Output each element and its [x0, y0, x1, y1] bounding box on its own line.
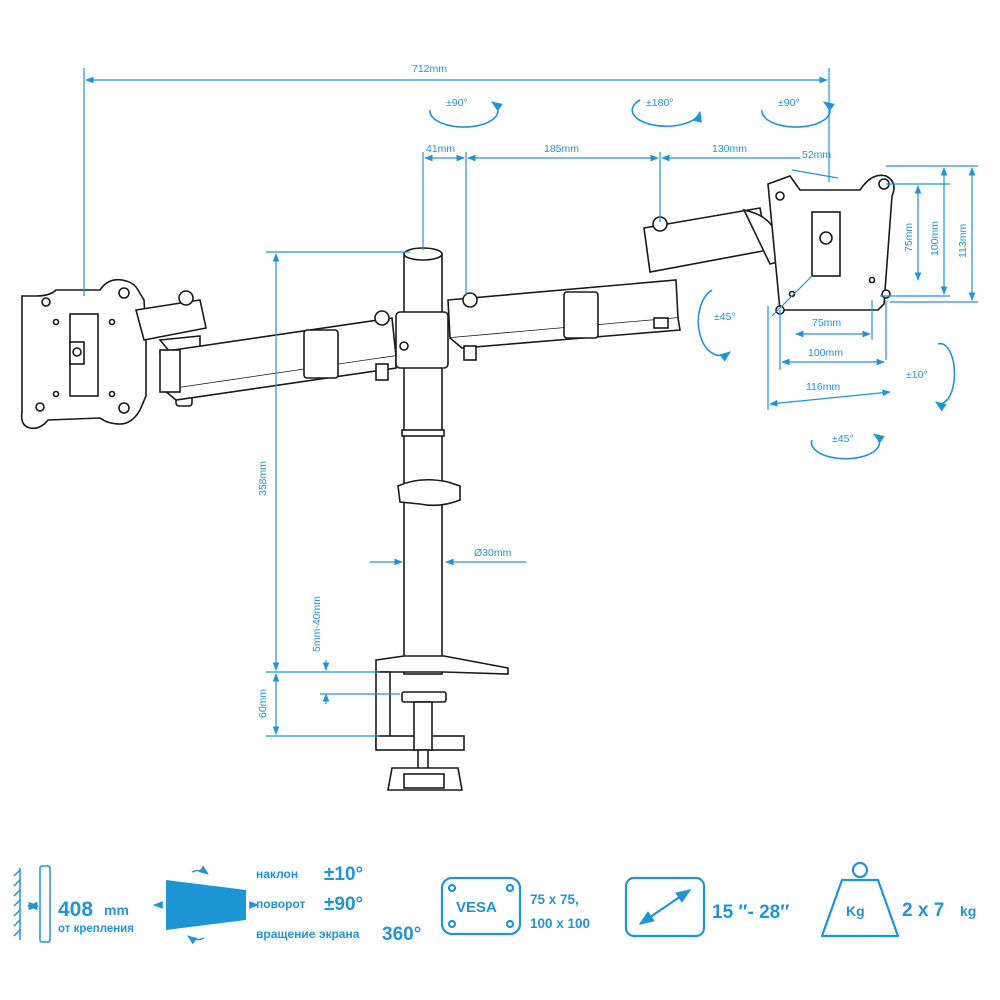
- rot-tilt: ±10°: [906, 369, 928, 381]
- spec-vesa-line2: 100 x 100: [530, 916, 590, 931]
- monitor-rotate-icon: [153, 865, 259, 945]
- screen-size-icon: [624, 876, 706, 938]
- dim-plate-113h: 113mm: [957, 224, 969, 258]
- weight-icon: [820, 861, 900, 938]
- dim-total-width: 712mm: [412, 63, 447, 75]
- spec-distance-value: 408: [58, 898, 93, 921]
- weight-icon-label: Kg: [846, 903, 865, 919]
- dimension-labels: 712mm 41mm 185mm 130mm 52mm 358mm Ø30mm …: [257, 63, 969, 718]
- dim-pole-diameter: Ø30mm: [474, 547, 512, 559]
- rotation-labels: ±90° ±180° ±90° ±45° ±10° ±45°: [446, 97, 928, 445]
- dim-vesa-100h: 100mm: [929, 221, 941, 256]
- spec-rotate-label: вращение экрана: [256, 927, 360, 941]
- spec-bar: 408 mm от крепления наклон ±10° поворот …: [13, 861, 976, 945]
- dim-arm-41: 41mm: [426, 143, 455, 155]
- right-long-arm: [447, 279, 681, 361]
- spec-tilt-value: ±10°: [324, 864, 363, 885]
- spec-distance-caption: от крепления: [58, 923, 134, 935]
- rot-middle-arm: ±180°: [646, 97, 673, 109]
- rot-swivel: ±45°: [714, 311, 736, 323]
- dim-plate-116w: 116mm: [806, 381, 840, 393]
- dim-vesa-100w: 100mm: [808, 347, 843, 359]
- dim-vesa-75w: 75mm: [812, 317, 841, 329]
- spec-swivel-value: ±90°: [324, 894, 363, 915]
- dim-arm-130: 130mm: [712, 143, 747, 155]
- dimension-lines: [83, 68, 978, 737]
- dim-vesa-75h: 75mm: [903, 223, 915, 252]
- dim-clamp-range: 5mm-40mm: [311, 596, 323, 652]
- spec-rotate-value: 360°: [382, 924, 421, 945]
- pole-assembly: [374, 247, 461, 675]
- mount-drawing: [20, 174, 895, 791]
- spec-distance-unit: mm: [104, 902, 129, 918]
- rotation-arrows: [429, 99, 956, 460]
- spec-tilt-label: наклон: [256, 867, 298, 881]
- rot-right-arm: ±90°: [778, 97, 800, 109]
- dim-clamp-height: 60mm: [257, 689, 269, 718]
- dim-arm-185: 185mm: [544, 143, 579, 155]
- rot-left-arm: ±90°: [446, 97, 468, 109]
- rot-bottom: ±45°: [832, 433, 854, 445]
- wall-distance-icon: [13, 865, 51, 943]
- vesa-icon-label: VESA: [456, 899, 497, 916]
- spec-weight-value: 2 x 7: [902, 900, 944, 921]
- vesa-icon: [440, 876, 522, 936]
- desk-clamp: [375, 655, 509, 791]
- spec-weight-unit: kg: [960, 903, 976, 919]
- left-vesa-plate: [20, 278, 147, 430]
- right-short-arm: [643, 207, 779, 273]
- dim-arm-52: 52mm: [802, 149, 831, 161]
- spec-swivel-label: поворот: [256, 897, 305, 911]
- spec-vesa-line1: 75 x 75,: [530, 892, 579, 907]
- right-vesa-plate: [767, 174, 895, 315]
- spec-screen-size: 15 ″- 28″: [712, 902, 789, 923]
- dim-height-358: 358mm: [257, 461, 269, 496]
- left-short-arm: [134, 290, 207, 407]
